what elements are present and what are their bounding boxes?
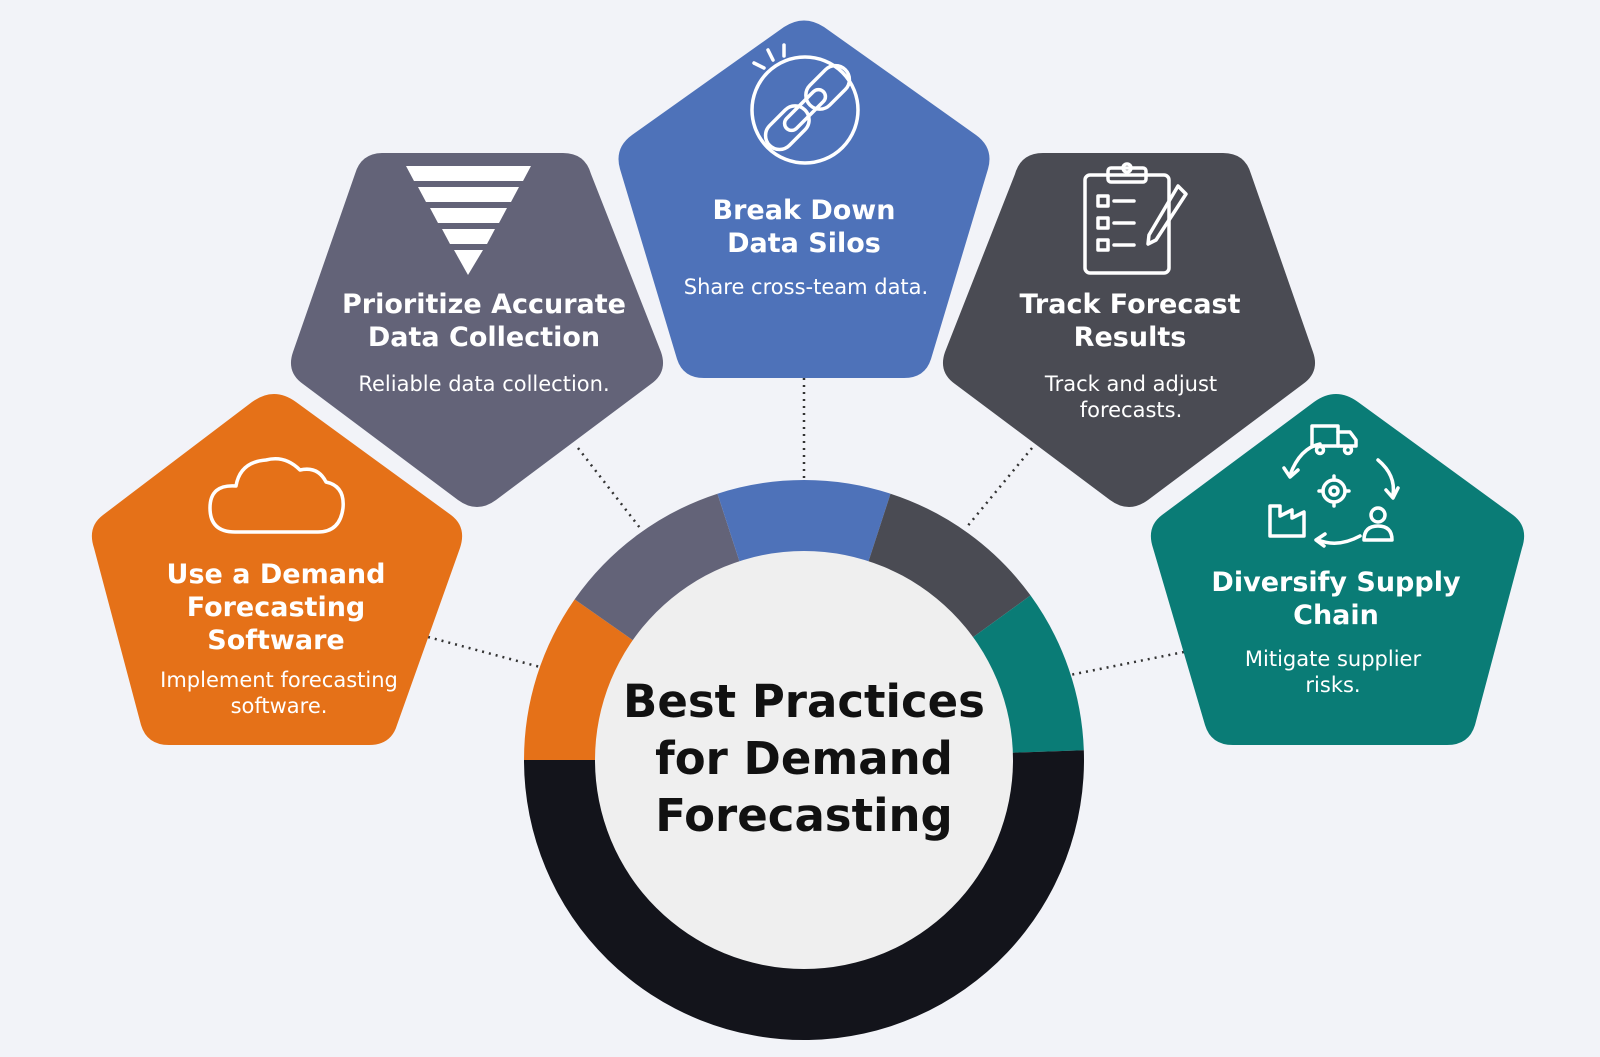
ring-segment-teal [972, 595, 1084, 753]
practice-card-track: Track Forecast Results Track and adjust … [942, 153, 1316, 507]
practice-card-accurate: Prioritize Accurate Data Collection Reli… [290, 153, 664, 507]
clipboard-checklist-icon [1083, 162, 1188, 275]
ring-segment-dark [524, 750, 1084, 1040]
connector-software [427, 635, 541, 669]
desc-line: software. [231, 694, 328, 718]
ring-segment-charcoal [868, 493, 1031, 638]
broken-chain-icon [750, 43, 860, 165]
title-line: Data Collection [368, 322, 600, 353]
supply-cycle-icon [1268, 424, 1400, 548]
title-line: Results [1074, 322, 1187, 353]
desc-line: forecasts. [1080, 398, 1183, 422]
pentagon-charcoal [942, 153, 1316, 507]
center-title-line-2: for Demand [655, 732, 953, 785]
connector-supply [1069, 650, 1185, 677]
center-ring: Best Practices for Demand Forecasting [524, 479, 1084, 1040]
center-title-line-3: Forecasting [655, 789, 953, 842]
title-line: Break Down [713, 195, 896, 226]
desc-line: risks. [1305, 673, 1360, 697]
ring-segment-blue [717, 479, 891, 563]
title-line: Track Forecast [1019, 289, 1240, 320]
desc-line: Share cross-team data. [684, 275, 928, 299]
cloud-icon [208, 457, 345, 534]
connectors [427, 378, 1185, 677]
title-line: Data Silos [727, 228, 881, 259]
title-line: Forecasting [187, 592, 366, 623]
center-title-line-1: Best Practices [623, 675, 985, 728]
desc-line: Implement forecasting [160, 668, 398, 692]
desc-line: Mitigate supplier [1245, 647, 1422, 671]
practice-card-silos: Break Down Data Silos Share cross-team d… [618, 20, 990, 378]
funnel-icon [406, 166, 531, 275]
title-line: Prioritize Accurate [342, 289, 626, 320]
pentagon-blue [618, 20, 990, 378]
connector-accurate [577, 447, 641, 529]
title-line: Diversify Supply [1211, 567, 1461, 598]
title-line: Software [207, 625, 344, 656]
ring-segment-orange [524, 599, 634, 760]
center-circle [595, 551, 1013, 969]
desc-line: Track and adjust [1044, 372, 1217, 396]
connector-track [965, 447, 1033, 529]
pentagon-orange [91, 394, 463, 745]
title-line: Chain [1293, 600, 1379, 631]
pentagon-teal [1150, 394, 1525, 745]
pentagon-slate [290, 153, 664, 507]
ring-segment-slate [574, 493, 740, 641]
practice-card-software: Use a Demand Forecasting Software Implem… [91, 394, 463, 745]
desc-line: Reliable data collection. [358, 372, 609, 396]
practice-card-supply: Diversify Supply Chain Mitigate supplier… [1150, 394, 1525, 745]
title-line: Use a Demand [167, 559, 386, 590]
